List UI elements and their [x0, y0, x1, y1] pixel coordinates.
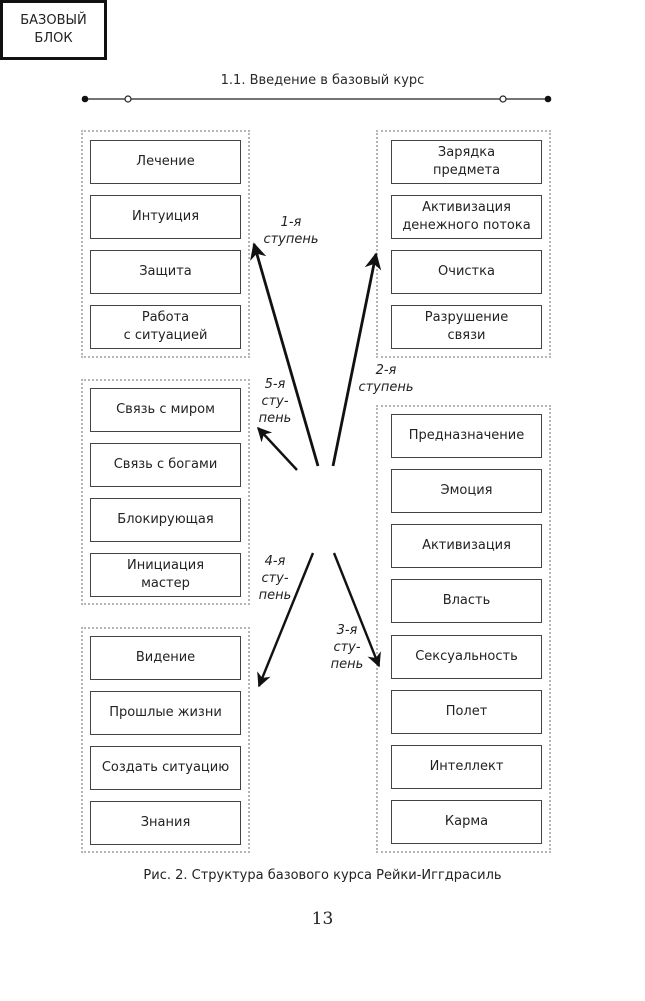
arrow-step1	[250, 242, 320, 467]
node-box: Интуиция	[90, 195, 241, 239]
node-box: Инициация мастер	[90, 553, 241, 597]
group-step1: Лечение Интуиция Защита Работа с ситуаци…	[81, 130, 250, 358]
header-rule	[81, 95, 552, 103]
base-block: БАЗОВЫЙ БЛОК	[0, 0, 107, 60]
node-box: Защита	[90, 250, 241, 294]
step-label-2: 2-я ступень	[358, 363, 414, 395]
node-box: Блокирующая	[90, 498, 241, 542]
page-number: 13	[311, 909, 334, 929]
rule-end-dot-left	[81, 95, 89, 103]
figure-caption: Рис. 2. Структура базового курса Рейки-И…	[143, 868, 502, 883]
node-box: Прошлые жизни	[90, 691, 241, 735]
node-box: Лечение	[90, 140, 241, 184]
group-step2: Зарядка предмета Активизация денежного п…	[376, 130, 551, 358]
rule-end-dot-right	[544, 95, 552, 103]
node-box: Связь с миром	[90, 388, 241, 432]
node-box: Видение	[90, 636, 241, 680]
node-box: Очистка	[391, 250, 542, 294]
step-label-5: 5-я сту- пень	[258, 377, 292, 426]
node-box: Работа с ситуацией	[90, 305, 241, 349]
group-step3: Предназначение Эмоция Активизация Власть…	[376, 405, 551, 853]
arrow-step2	[331, 252, 382, 467]
group-step4: Видение Прошлые жизни Создать ситуацию З…	[81, 627, 250, 853]
node-box: Знания	[90, 801, 241, 845]
node-box: Зарядка предмета	[391, 140, 542, 184]
step-label-3: 3-я сту- пень	[330, 623, 364, 672]
running-header: 1.1. Введение в базовый курс	[220, 73, 425, 88]
node-box: Связь с богами	[90, 443, 241, 487]
node-box: Полет	[391, 690, 542, 734]
node-box: Интеллект	[391, 745, 542, 789]
node-box: Создать ситуацию	[90, 746, 241, 790]
arrow-step3	[332, 552, 381, 668]
node-box: Власть	[391, 579, 542, 623]
node-box: Разрушение связи	[391, 305, 542, 349]
node-box: Карма	[391, 800, 542, 844]
arrow-step5	[257, 426, 298, 471]
node-box: Активизация денежного потока	[391, 195, 542, 239]
step-label-1: 1-я ступень	[263, 215, 319, 247]
node-box: Активизация	[391, 524, 542, 568]
group-step5: Связь с миром Связь с богами Блокирующая…	[81, 379, 250, 605]
node-box: Эмоция	[391, 469, 542, 513]
node-box: Предназначение	[391, 414, 542, 458]
step-label-4: 4-я сту- пень	[258, 554, 292, 603]
rule-ring-right	[499, 95, 507, 103]
rule-ring-left	[124, 95, 132, 103]
node-box: Сексуальность	[391, 635, 542, 679]
arrow-step4	[257, 552, 315, 688]
